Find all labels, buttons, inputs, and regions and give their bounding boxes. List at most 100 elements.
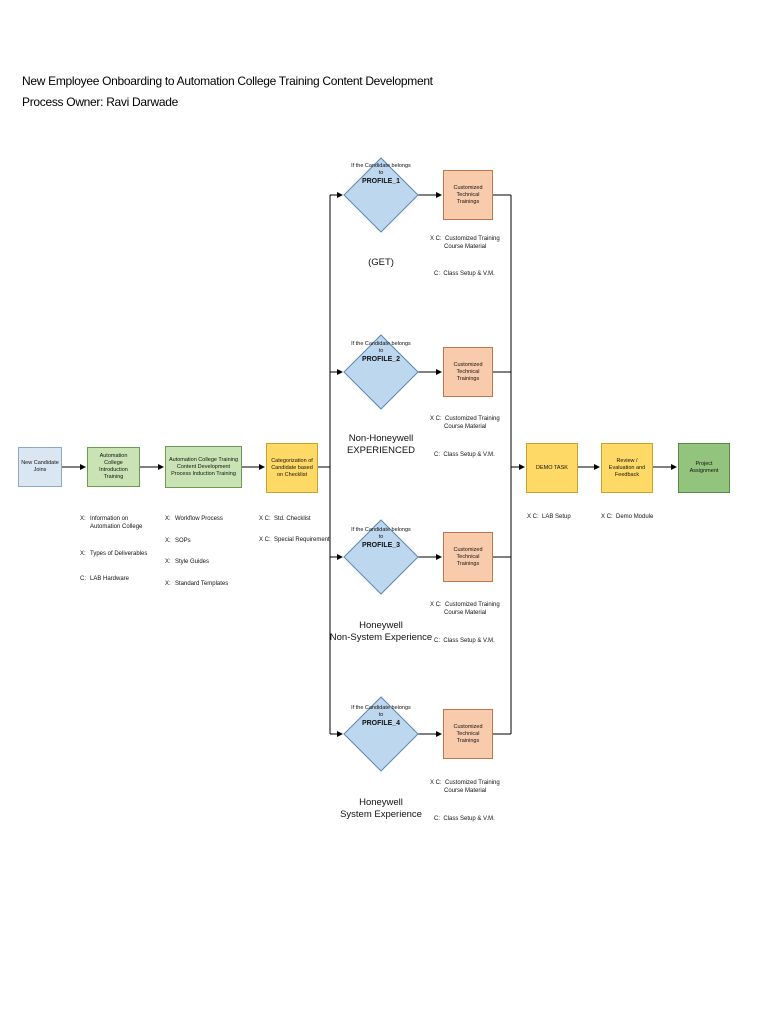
custom-training-label: Customized Technical Trainings (453, 361, 483, 382)
demo-task-box: DEMO TASK (526, 443, 578, 493)
note-key: X C: (527, 514, 539, 520)
note-value: Std. Checklist (274, 516, 311, 522)
note-key: X C: (259, 537, 271, 543)
note-value: LAB Setup (542, 514, 571, 520)
group-label-line: Non-System Experience (329, 632, 433, 643)
training-note-4a: X C: Customized Training Course Material (430, 779, 500, 795)
training-note-1a: X C: Customized Training Course Material (430, 235, 500, 251)
note-value: SOPs (175, 538, 191, 544)
note-value: Class Setup & V.M. (443, 638, 495, 644)
profile-4-label: If the Candidate belongs to PROFILE_4 (351, 705, 411, 728)
demo-task-label: DEMO TASK (536, 464, 568, 471)
diagram-title: New Employee Onboarding to Automation Co… (22, 74, 433, 88)
note-value: Customized Training (445, 236, 500, 242)
custom-training-box-3: Customized Technical Trainings (443, 532, 493, 582)
profile-decision-diamond-1 (343, 157, 419, 233)
note-value: Customized Training (445, 416, 500, 422)
categorization-note-2: X C: Special Requirement (259, 536, 330, 544)
content-dev-label: Automation College Training Content Deve… (168, 456, 239, 477)
note-key: X C: (601, 514, 613, 520)
note-value: Customized Training (445, 602, 500, 608)
training-note-2a: X C: Customized Training Course Material (430, 415, 500, 431)
process-owner: Process Owner: Ravi Darwade (22, 95, 178, 109)
custom-training-label: Customized Technical Trainings (453, 723, 483, 744)
note-key: X: (165, 581, 171, 587)
note-value: Automation College (90, 524, 143, 530)
note-key: X C: (430, 236, 442, 242)
training-note-3a: X C: Customized Training Course Material (430, 601, 500, 617)
note-value: Course Material (444, 610, 487, 616)
group-label-line: Honeywell (359, 620, 403, 631)
profile-condition: If the Candidate belongs to (351, 341, 411, 354)
project-assignment-box: Project Assignment (678, 443, 730, 493)
group-label-1: (GET) (321, 257, 441, 269)
intro-note-2: X: Types of Deliverables (80, 550, 147, 558)
group-label-4: Honeywell System Experience (321, 797, 441, 821)
group-label-line: Honeywell (359, 797, 403, 808)
note-key: X C: (430, 416, 442, 422)
note-value: Style Guides (175, 559, 210, 565)
note-key: X: (165, 516, 171, 522)
content-note-2: X: SOPs (165, 537, 191, 545)
group-label-3: Honeywell Non-System Experience (321, 620, 441, 644)
content-note-4: X: Standard Templates (165, 580, 228, 588)
note-value: Class Setup & V.M. (443, 816, 495, 822)
training-note-1b: C: Class Setup & V.M. (434, 270, 495, 278)
custom-training-box-1: Customized Technical Trainings (443, 170, 493, 220)
note-key: C: (434, 638, 440, 644)
note-value: Information on (90, 516, 129, 522)
training-note-4b: C: Class Setup & V.M. (434, 815, 495, 823)
profile-decision-diamond-3 (343, 519, 419, 595)
intro-training-label: Automation College Introduction Training (99, 453, 128, 480)
note-value: Course Material (444, 244, 487, 250)
custom-training-label: Customized Technical Trainings (453, 546, 483, 567)
note-key: C: (80, 576, 86, 582)
content-note-1: X: Workflow Process (165, 515, 223, 523)
note-value: Workflow Process (175, 516, 223, 522)
note-key: X: (80, 551, 86, 557)
intro-note-3: C:LAB Hardware (80, 575, 129, 583)
categorization-label: Categorization of Candidate based on Che… (271, 457, 313, 478)
profile-name: PROFILE_1 (361, 178, 401, 185)
note-key: X: (165, 538, 171, 544)
project-assignment-label: Project Assignment (689, 461, 719, 474)
review-label: Review / Evaluation and Feedback (608, 457, 646, 478)
profile-1-label: If the Candidate belongs to PROFILE_1 (351, 163, 411, 186)
categorization-note-1: X C: Std. Checklist (259, 515, 311, 523)
profile-name: PROFILE_3 (361, 542, 401, 549)
new-candidate-box: New Candidate Joins (18, 447, 62, 487)
note-key: X: (80, 516, 86, 522)
custom-training-box-2: Customized Technical Trainings (443, 347, 493, 397)
intro-training-box: Automation College Introduction Training (87, 447, 140, 487)
group-label-line: Non-Honeywell (348, 433, 414, 444)
note-key: C: (434, 452, 440, 458)
note-value: Standard Templates (175, 581, 229, 587)
note-value: Types of Deliverables (90, 551, 148, 557)
profile-3-label: If the Candidate belongs to PROFILE_3 (351, 527, 411, 550)
profile-2-label: If the Candidate belongs to PROFILE_2 (351, 341, 411, 364)
note-key: C: (434, 271, 440, 277)
note-value: Class Setup & V.M. (443, 452, 495, 458)
note-key: X C: (259, 516, 271, 522)
profile-name: PROFILE_2 (361, 356, 401, 363)
intro-note-1: X: Information on Automation College (80, 515, 142, 531)
note-key: X C: (430, 780, 442, 786)
demo-note: X C: LAB Setup (527, 513, 571, 521)
profile-condition: If the Candidate belongs to (351, 705, 411, 718)
categorization-box: Categorization of Candidate based on Che… (266, 443, 318, 493)
note-key: X: (165, 559, 171, 565)
review-note: X C: Demo Module (601, 513, 653, 521)
new-candidate-label: New Candidate Joins (21, 460, 59, 473)
profile-name: PROFILE_4 (361, 720, 401, 727)
profile-decision-diamond-4 (343, 696, 419, 772)
profile-condition: If the Candidate belongs to (351, 527, 411, 540)
note-value: Demo Module (616, 514, 654, 520)
content-note-3: X: Style Guides (165, 558, 209, 566)
profile-decision-diamond-2 (343, 334, 419, 410)
note-key: C: (434, 816, 440, 822)
review-box: Review / Evaluation and Feedback (601, 443, 653, 493)
note-value: Special Requirement (274, 537, 330, 543)
group-label-line: (GET) (368, 257, 394, 268)
note-value: Class Setup & V.M. (443, 271, 495, 277)
